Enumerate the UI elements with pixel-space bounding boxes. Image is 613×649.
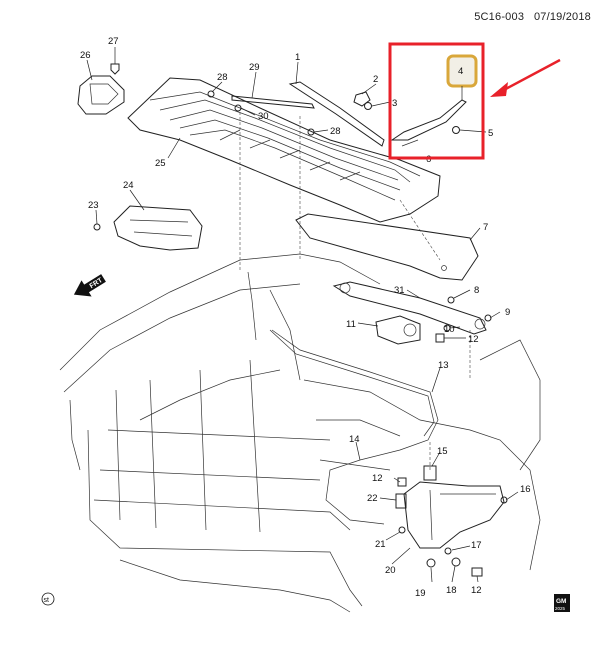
callout-3: 3: [392, 98, 397, 109]
cap-2: [353, 91, 371, 107]
st-symbol: st: [41, 592, 55, 606]
fastener-27: [110, 63, 120, 75]
diagram-date: 07/19/2018: [533, 11, 591, 23]
fastener-28a: [207, 90, 215, 98]
bracket-26: [77, 75, 125, 115]
callout-12b: 12: [372, 473, 383, 484]
highlight-badge-4: 4: [446, 54, 478, 100]
nut-3: [364, 102, 372, 110]
callout-5: 5: [488, 128, 493, 139]
callout-4: 4: [458, 66, 463, 77]
callout-9: 9: [505, 307, 510, 318]
callout-21: 21: [375, 539, 386, 550]
callout-24: 24: [123, 180, 134, 191]
nut-5: [452, 126, 460, 134]
callout-2: 2: [373, 74, 378, 85]
front-body-structure: [59, 253, 541, 613]
washer-hose-14: [269, 329, 435, 437]
connector-12c: [471, 567, 483, 577]
callout-25: 25: [155, 158, 166, 169]
gm-logo-bottom: 2025: [555, 606, 566, 611]
callout-22: 22: [367, 493, 378, 504]
wiper-blade-29: [231, 95, 315, 109]
cowl-panel-7: [295, 213, 479, 281]
st-symbol-label: st: [44, 597, 50, 604]
callout-labels: 27 26 28 29 1 2 3 5 30 28 25 24 23 6 7 8…: [80, 36, 531, 599]
callout-12c: 12: [471, 585, 482, 596]
connector-12b: [397, 477, 407, 487]
diagram-code: 5C16-003: [474, 11, 525, 23]
callout-11: 11: [346, 319, 356, 330]
clip-21: [398, 526, 406, 534]
wiper-arm-4: [390, 99, 467, 147]
red-pointer-arrow: [490, 58, 561, 97]
air-duct-24: [113, 205, 203, 251]
grommet-8: [447, 296, 455, 304]
fastener-23: [93, 223, 101, 231]
connector-12a: [435, 333, 445, 343]
callout-27: 27: [108, 36, 119, 47]
washer-hose-13: [271, 329, 439, 525]
callout-14: 14: [349, 434, 360, 445]
wiper-transmission-31: [332, 281, 487, 335]
callout-31: 31: [394, 285, 405, 296]
callout-7: 7: [483, 222, 488, 233]
callout-28b: 28: [330, 126, 341, 137]
callout-12a: 12: [468, 334, 479, 345]
sensor-18: [451, 557, 461, 567]
callout-10: 10: [444, 324, 455, 335]
callout-26: 26: [80, 50, 91, 61]
washer-reservoir-20: [403, 481, 505, 549]
callout-18: 18: [446, 585, 457, 596]
callout-8: 8: [474, 285, 479, 296]
highlight-box: [388, 42, 485, 160]
seal-17: [444, 547, 452, 555]
callout-16: 16: [520, 484, 531, 495]
pump-22: [395, 493, 407, 509]
callout-20: 20: [385, 565, 396, 576]
grommet-19: [426, 558, 436, 568]
wiper-motor-11: [375, 315, 421, 345]
reference-lines: [239, 112, 471, 470]
callout-13: 13: [438, 360, 449, 371]
callout-28a: 28: [217, 72, 228, 83]
callout-17: 17: [471, 540, 482, 551]
leader-lines: [86, 47, 519, 583]
callout-19: 19: [415, 588, 426, 599]
fastener-16: [500, 496, 508, 504]
callout-23: 23: [88, 200, 99, 211]
gm-logo: GM 2025: [554, 594, 570, 612]
gm-logo-top: GM: [556, 598, 566, 605]
cowl-vent-panel: [127, 77, 441, 223]
wiper-arm-1: [288, 81, 385, 147]
callout-29: 29: [249, 62, 260, 73]
diagram-header: 5C16-003 07/19/2018: [474, 11, 591, 23]
callout-1: 1: [295, 52, 300, 63]
callout-30: 30: [258, 111, 269, 122]
grommet-9: [484, 314, 492, 322]
front-direction-arrow: FRT: [73, 274, 106, 297]
callout-15: 15: [437, 446, 448, 457]
